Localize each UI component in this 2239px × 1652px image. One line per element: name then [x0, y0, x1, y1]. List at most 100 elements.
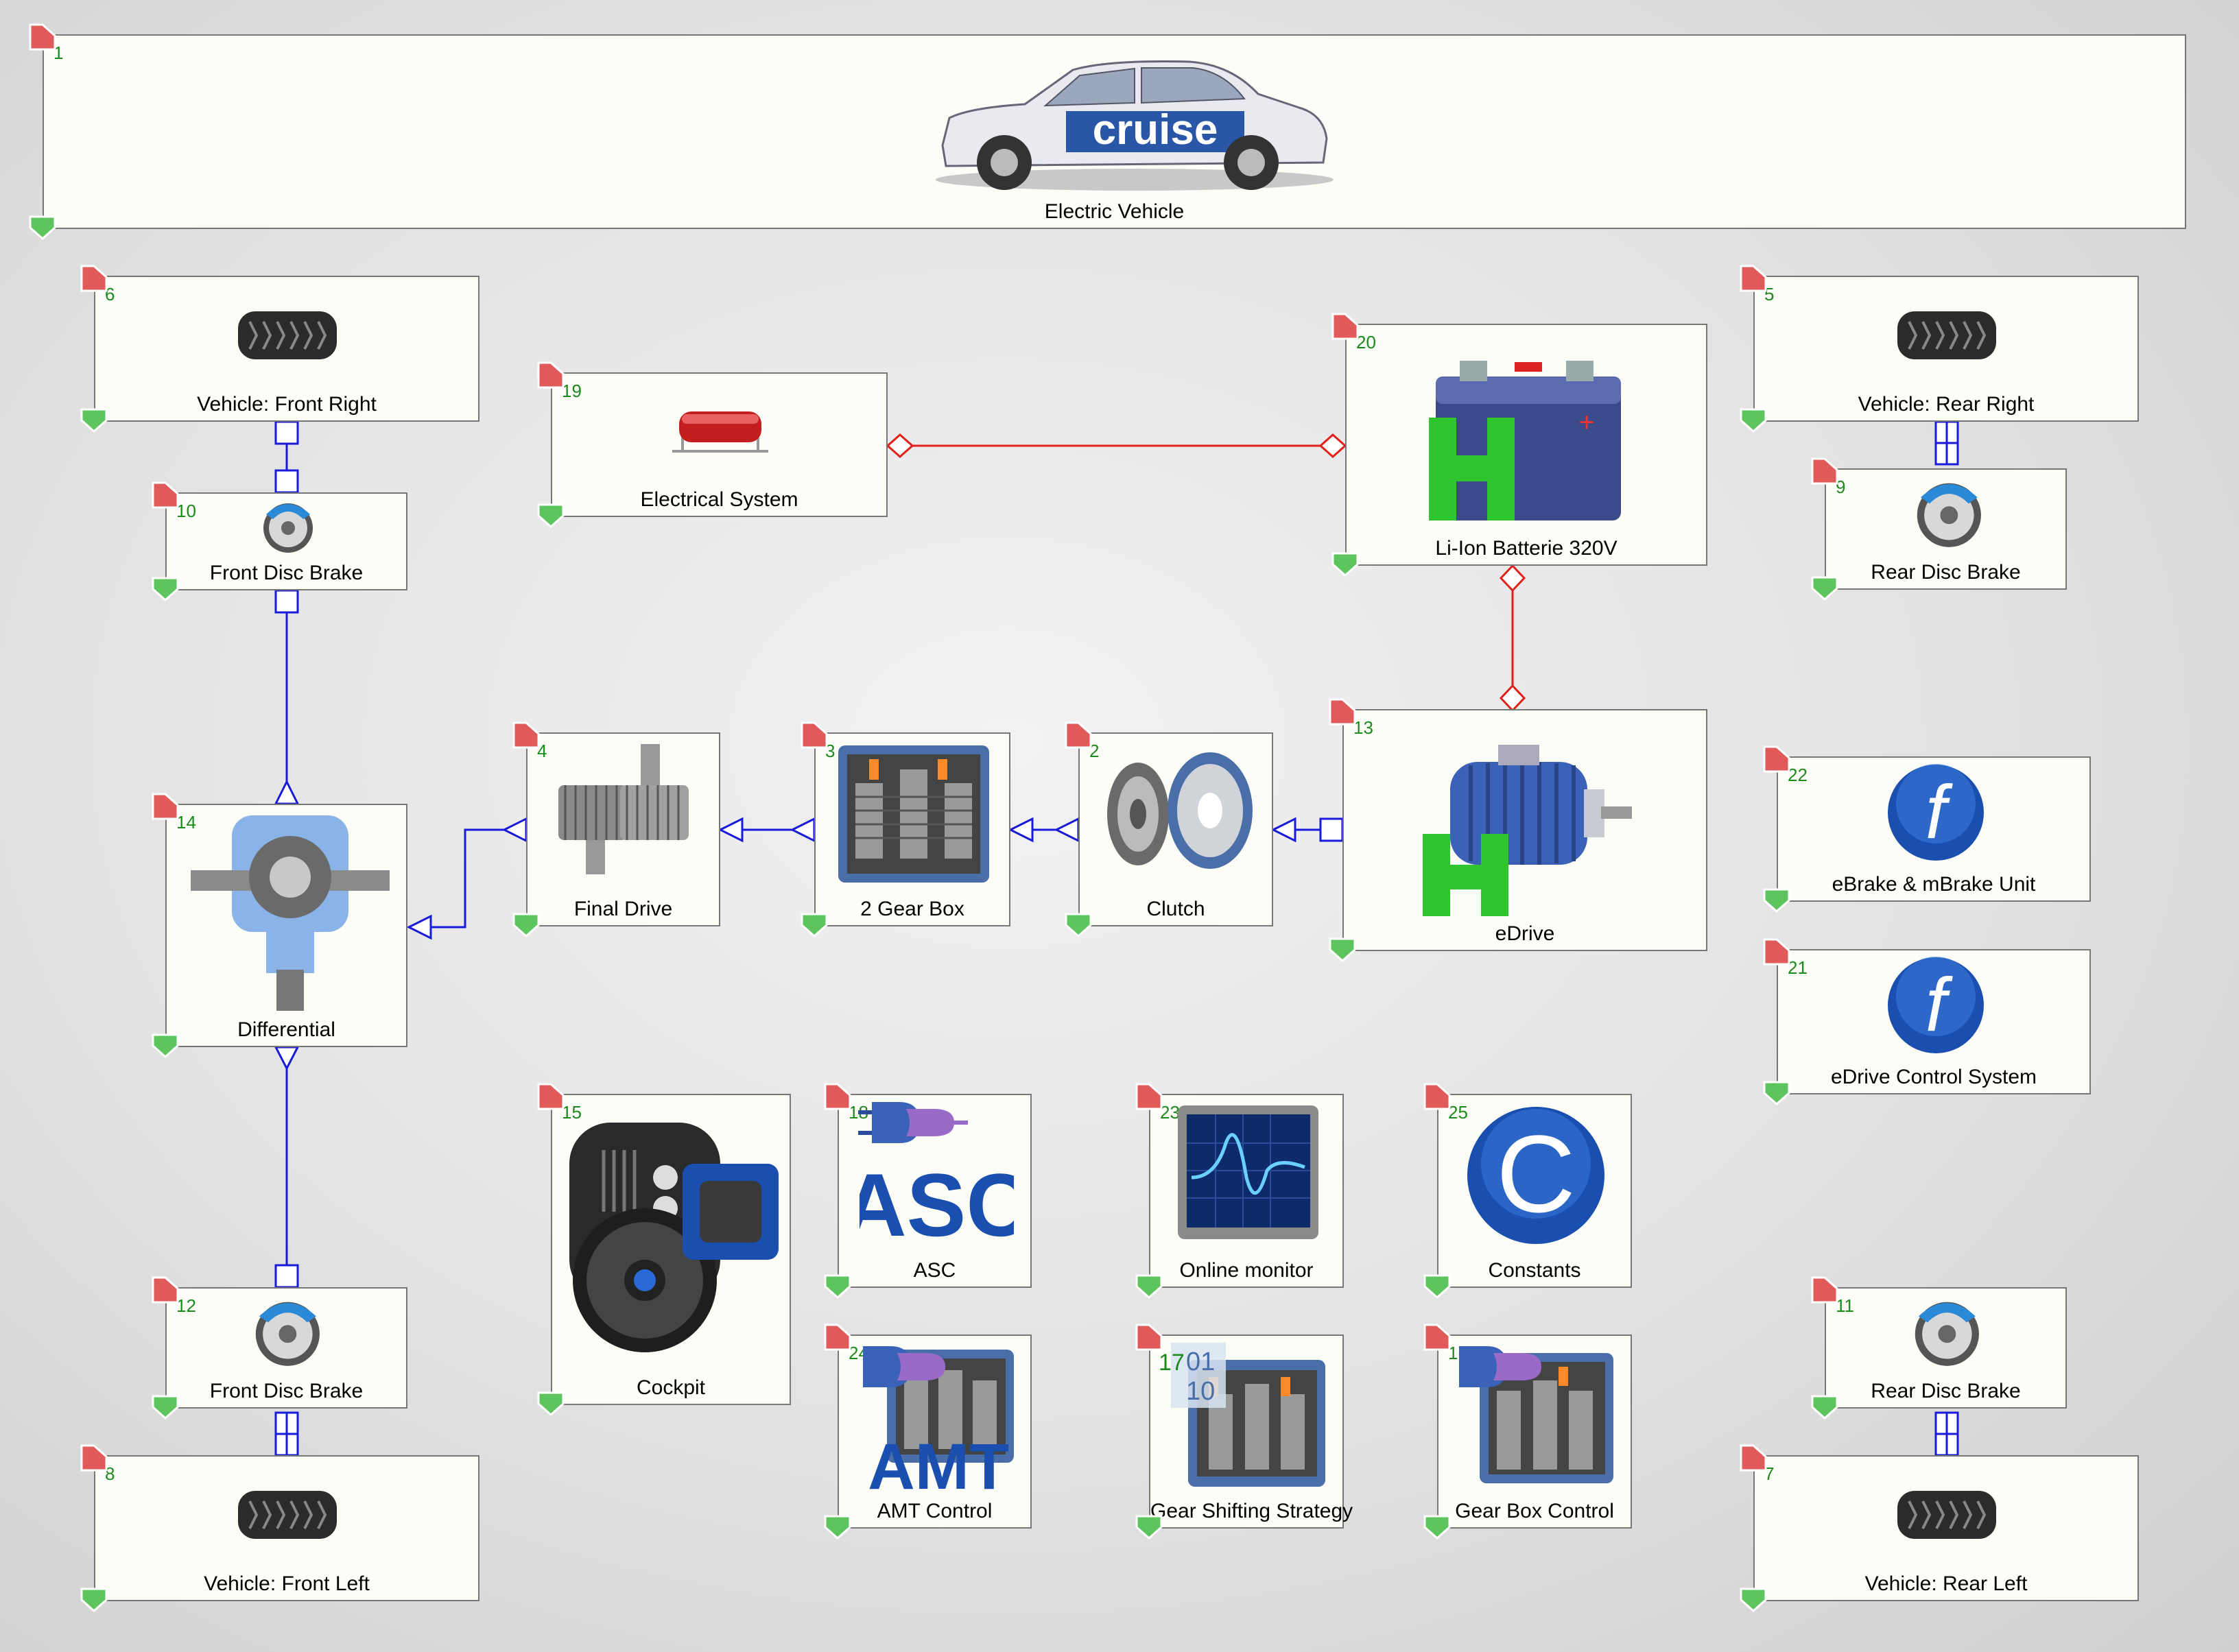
- port-diamond[interactable]: [1499, 684, 1526, 713]
- output-flag-icon[interactable]: [79, 404, 109, 434]
- output-flag-icon[interactable]: [1422, 1511, 1452, 1541]
- port-square[interactable]: [274, 589, 299, 614]
- input-flag-icon[interactable]: [822, 1322, 853, 1352]
- block-rear-disc-brake-bottom[interactable]: 11 Rear Disc Brake: [1825, 1287, 2067, 1409]
- electrical-connections: [886, 433, 1526, 713]
- block-front-right[interactable]: 6 Vehicle: Front Right: [94, 276, 479, 422]
- block-electrical-system[interactable]: 19 Electrical System: [551, 372, 888, 517]
- port-pentagon[interactable]: [1008, 817, 1034, 843]
- block-number: 14: [176, 812, 196, 833]
- input-flag-icon[interactable]: [536, 360, 566, 390]
- input-flag-icon[interactable]: [1810, 1275, 1840, 1305]
- input-flag-icon[interactable]: [799, 720, 829, 750]
- input-flag-icon[interactable]: [1327, 697, 1358, 727]
- input-flag-icon[interactable]: [1762, 937, 1792, 967]
- input-flag-icon[interactable]: [1063, 720, 1093, 750]
- port-pentagon[interactable]: [406, 914, 432, 940]
- input-flag-icon[interactable]: [79, 263, 109, 294]
- output-flag-icon[interactable]: [1738, 404, 1768, 434]
- block-edrive-control[interactable]: 21 f eDrive Control System: [1777, 949, 2091, 1094]
- port-square[interactable]: [274, 1264, 299, 1289]
- block-differential[interactable]: 14 Differential: [165, 804, 407, 1047]
- input-flag-icon[interactable]: [150, 480, 180, 510]
- block-number: 7: [1764, 1463, 1775, 1484]
- port-pentagon[interactable]: [501, 817, 528, 843]
- amt-icon-text: AMT: [868, 1430, 1009, 1494]
- block-cockpit[interactable]: 15 Cockpit: [551, 1094, 791, 1405]
- input-flag-icon[interactable]: [1738, 1443, 1768, 1473]
- block-final-drive[interactable]: 4 Final Drive: [526, 732, 720, 926]
- block-gear-shifting[interactable]: 17 01 10 Gear Shifting Strategy: [1149, 1334, 1353, 1529]
- output-flag-icon[interactable]: [150, 573, 180, 603]
- output-flag-icon[interactable]: [1063, 909, 1093, 939]
- input-flag-icon[interactable]: [1134, 1081, 1164, 1112]
- port-diamond[interactable]: [1318, 433, 1347, 459]
- output-flag-icon[interactable]: [1762, 884, 1792, 914]
- input-flag-icon[interactable]: [1422, 1322, 1452, 1352]
- output-flag-icon[interactable]: [1810, 1391, 1840, 1421]
- block-battery[interactable]: 20 + Li-Ion Batterie 320V: [1345, 324, 1707, 566]
- output-flag-icon[interactable]: [1330, 548, 1360, 578]
- port-diamond[interactable]: [1499, 564, 1526, 592]
- block-online-monitor[interactable]: 23 Online monitor: [1149, 1094, 1344, 1288]
- output-flag-icon[interactable]: [822, 1511, 853, 1541]
- output-flag-icon[interactable]: [536, 1387, 566, 1417]
- input-flag-icon[interactable]: [822, 1081, 853, 1112]
- output-flag-icon[interactable]: [822, 1270, 853, 1300]
- block-front-disc-brake-bottom[interactable]: 12 Front Disc Brake: [165, 1287, 407, 1409]
- port-diamond[interactable]: [886, 433, 914, 459]
- output-flag-icon[interactable]: [1134, 1270, 1164, 1300]
- output-flag-icon[interactable]: [1134, 1511, 1164, 1541]
- output-flag-icon[interactable]: [150, 1391, 180, 1421]
- disc-brake-icon: [263, 503, 313, 553]
- input-flag-icon[interactable]: [1738, 263, 1768, 294]
- input-flag-icon[interactable]: [1762, 744, 1792, 774]
- port-pentagon[interactable]: [718, 817, 744, 843]
- input-flag-icon[interactable]: [150, 791, 180, 822]
- link-differential-final-drive[interactable]: [431, 828, 504, 929]
- input-flag-icon[interactable]: [27, 22, 58, 52]
- port-pentagon[interactable]: [790, 817, 816, 843]
- block-clutch[interactable]: 2 Clutch: [1078, 732, 1273, 926]
- input-flag-icon[interactable]: [150, 1275, 180, 1305]
- port-pentagon[interactable]: [274, 1046, 300, 1071]
- output-flag-icon[interactable]: [1327, 933, 1358, 963]
- port-pentagon[interactable]: [274, 779, 300, 805]
- input-flag-icon[interactable]: [1330, 311, 1360, 342]
- input-flag-icon[interactable]: [79, 1443, 109, 1473]
- output-flag-icon[interactable]: [1762, 1077, 1792, 1107]
- port-square[interactable]: [274, 420, 299, 445]
- output-flag-icon[interactable]: [1422, 1270, 1452, 1300]
- output-flag-icon[interactable]: [799, 909, 829, 939]
- input-flag-icon[interactable]: [1422, 1081, 1452, 1112]
- block-edrive[interactable]: 13 eDrive: [1342, 709, 1707, 951]
- input-flag-icon[interactable]: [1810, 456, 1840, 486]
- output-flag-icon[interactable]: [27, 211, 58, 241]
- block-ebrake-unit[interactable]: 22 f eBrake & mBrake Unit: [1777, 756, 2091, 902]
- port-pentagon[interactable]: [1270, 817, 1296, 843]
- block-rear-left[interactable]: 7 Vehicle: Rear Left: [1753, 1455, 2139, 1601]
- block-electric-vehicle[interactable]: 1 cruise Electric Vehicle: [43, 34, 2186, 229]
- port-square[interactable]: [1319, 817, 1344, 842]
- block-constants[interactable]: 25 C Constants: [1437, 1094, 1632, 1288]
- block-gear-box[interactable]: 3 2 Gear Box: [814, 732, 1010, 926]
- output-flag-icon[interactable]: [1810, 572, 1840, 602]
- block-rear-disc-brake-top[interactable]: 9 Rear Disc Brake: [1825, 468, 2067, 590]
- block-front-disc-brake-top[interactable]: 10 Front Disc Brake: [165, 492, 407, 590]
- input-flag-icon[interactable]: [511, 720, 541, 750]
- output-flag-icon[interactable]: [536, 499, 566, 529]
- port-pentagon[interactable]: [1054, 817, 1080, 843]
- output-flag-icon[interactable]: [1738, 1583, 1768, 1614]
- output-flag-icon[interactable]: [79, 1583, 109, 1614]
- port-square[interactable]: [274, 469, 299, 494]
- output-flag-icon[interactable]: [150, 1029, 180, 1060]
- block-gear-box-control[interactable]: 16 Gear Box Control: [1437, 1334, 1632, 1529]
- block-amt-control[interactable]: 24 AMT AMT Control: [838, 1334, 1032, 1529]
- input-flag-icon[interactable]: [536, 1081, 566, 1112]
- block-rear-right[interactable]: 5 Vehicle: Rear Right: [1753, 276, 2139, 422]
- block-front-left[interactable]: 8 Vehicle: Front Left: [94, 1455, 479, 1601]
- output-flag-icon[interactable]: [511, 909, 541, 939]
- input-flag-icon[interactable]: [1134, 1322, 1164, 1352]
- block-asc[interactable]: 18 ASC ASC: [838, 1094, 1032, 1288]
